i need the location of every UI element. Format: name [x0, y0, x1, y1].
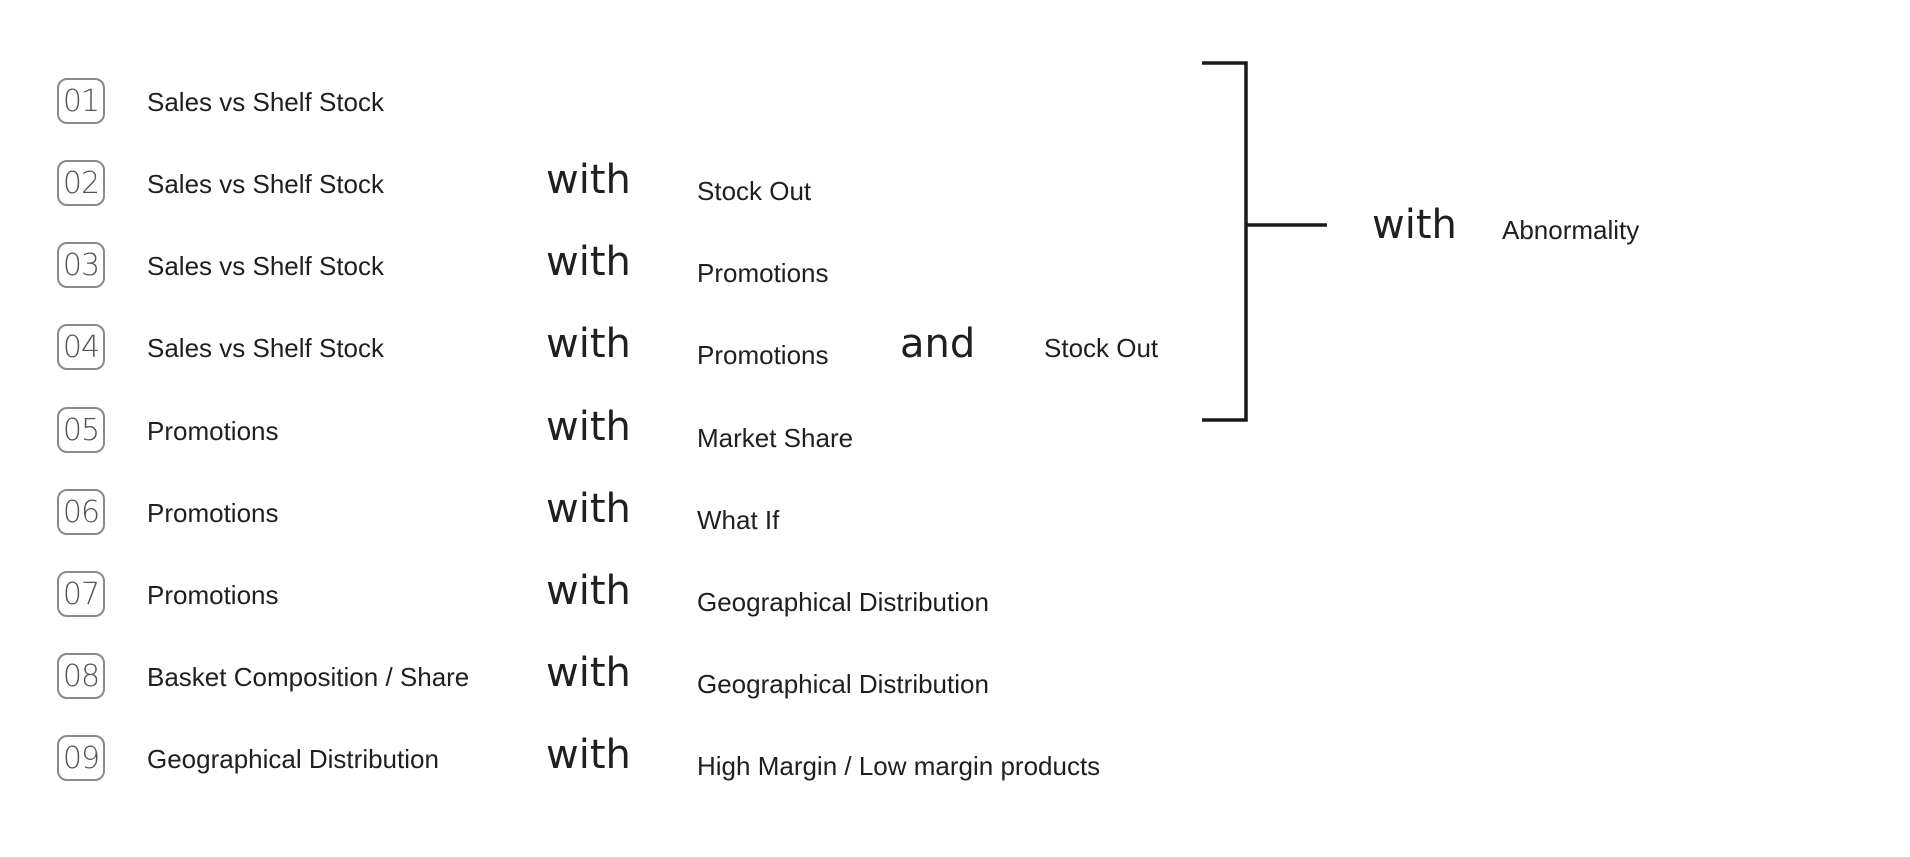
- row-number-badge: 04: [57, 324, 105, 370]
- row-connector-and: and: [900, 321, 976, 367]
- row-04: 04 Sales vs Shelf Stock with Promotions …: [0, 321, 1300, 381]
- row-left-label: Geographical Distribution: [147, 744, 439, 774]
- row-number-badge: 02: [57, 160, 105, 206]
- group-bracket: [1202, 61, 1327, 422]
- group-target-label: Abnormality: [1502, 215, 1640, 245]
- row-07: 07 Promotions with Geographical Distribu…: [0, 568, 1300, 628]
- row-left-label: Promotions: [147, 498, 279, 528]
- row-right-label: Stock Out: [697, 176, 812, 206]
- row-number-badge: 08: [57, 653, 105, 699]
- row-03: 03 Sales vs Shelf Stock with Promotions: [0, 239, 1300, 299]
- row-left-label: Sales vs Shelf Stock: [147, 251, 384, 281]
- row-right-label: Promotions: [697, 258, 829, 288]
- row-connector-with: with: [546, 486, 631, 532]
- row-extra-label: Stock Out: [1044, 333, 1159, 363]
- row-number-badge: 06: [57, 489, 105, 535]
- bracket-frame-line: [1202, 61, 1248, 422]
- row-right-label: Geographical Distribution: [697, 587, 989, 617]
- row-number-badge: 09: [57, 735, 105, 781]
- row-02: 02 Sales vs Shelf Stock with Stock Out: [0, 157, 1300, 217]
- row-number-badge: 03: [57, 242, 105, 288]
- row-connector-with: with: [546, 157, 631, 203]
- row-right-label: Promotions: [697, 340, 829, 370]
- row-connector-with: with: [546, 568, 631, 614]
- group-connector-with: with: [1372, 202, 1457, 248]
- row-number-badge: 01: [57, 78, 105, 124]
- row-09: 09 Geographical Distribution with High M…: [0, 732, 1300, 792]
- row-connector-with: with: [546, 404, 631, 450]
- row-05: 05 Promotions with Market Share: [0, 404, 1300, 464]
- row-left-label: Promotions: [147, 580, 279, 610]
- row-number-badge: 05: [57, 407, 105, 453]
- row-right-label: Geographical Distribution: [697, 669, 989, 699]
- row-left-label: Sales vs Shelf Stock: [147, 87, 384, 117]
- row-right-label: What If: [697, 505, 780, 535]
- row-01: 01 Sales vs Shelf Stock: [0, 75, 1300, 135]
- row-connector-with: with: [546, 239, 631, 285]
- row-right-label: Market Share: [697, 423, 854, 453]
- row-connector-with: with: [546, 650, 631, 696]
- row-08: 08 Basket Composition / Share with Geogr…: [0, 650, 1300, 710]
- row-left-label: Basket Composition / Share: [147, 662, 470, 692]
- row-left-label: Sales vs Shelf Stock: [147, 333, 384, 363]
- row-left-label: Sales vs Shelf Stock: [147, 169, 384, 199]
- row-connector-with: with: [546, 321, 631, 367]
- row-right-label: High Margin / Low margin products: [697, 751, 1101, 781]
- row-number-badge: 07: [57, 571, 105, 617]
- row-left-label: Promotions: [147, 416, 279, 446]
- row-06: 06 Promotions with What If: [0, 486, 1300, 546]
- row-connector-with: with: [546, 732, 631, 778]
